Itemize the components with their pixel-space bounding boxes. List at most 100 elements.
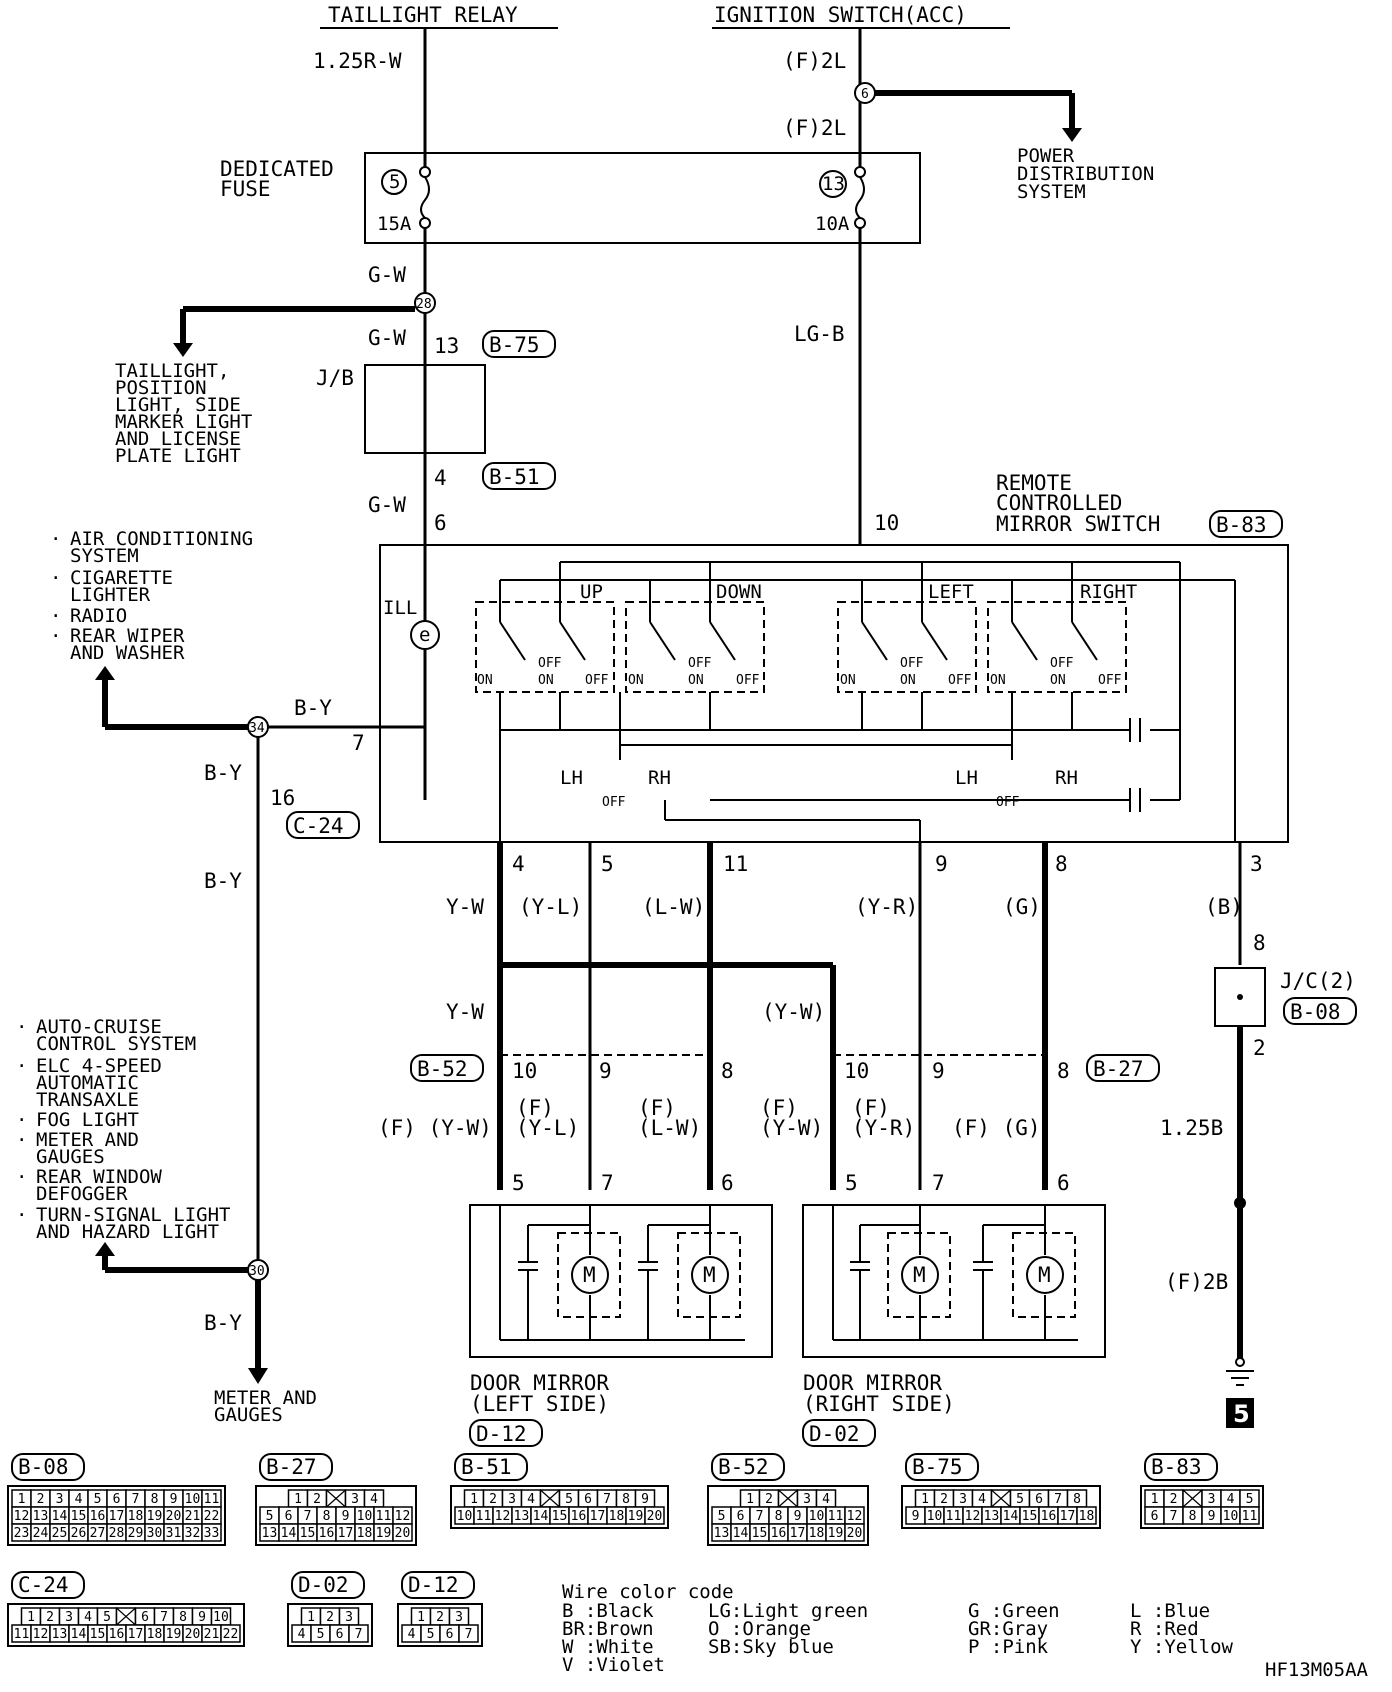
taillight-line-3: LIGHT, SIDE <box>115 394 241 416</box>
connector-pin-number: 7 <box>1170 1509 1178 1524</box>
splice-28-label: 28 <box>416 297 432 312</box>
connector-pin-number: 21 <box>204 1627 220 1642</box>
color-code-sb: SB:Sky blue <box>708 1636 834 1658</box>
pin-5: 5 <box>601 852 614 876</box>
pin-9: 9 <box>935 852 948 876</box>
connector-view-frame-b75 <box>901 1485 1101 1529</box>
pin-3: 3 <box>1250 852 1263 876</box>
wire-label-b: (B) <box>1205 895 1243 919</box>
connector-pin-number: 1 <box>27 1610 35 1625</box>
pin-r10: 10 <box>844 1059 869 1083</box>
connector-cavity <box>458 1624 479 1643</box>
connector-pin-number: 13 <box>714 1526 730 1541</box>
connector-view-tag-label-b51: B-51 <box>461 1455 512 1479</box>
ac-line-5: RADIO <box>70 605 127 627</box>
conn-tag-c24-label: C-24 <box>293 814 344 838</box>
wire-label-f2l-a: (F)2L <box>783 49 846 73</box>
on-label-3: ON <box>628 673 644 688</box>
ac-line-3: CIGARETTE <box>70 567 173 589</box>
switch-up-right <box>625 601 765 693</box>
wire-label-gw-2: G-W <box>368 326 406 350</box>
ac-bullet-1: · <box>50 528 61 550</box>
connector-pin-number: 19 <box>166 1627 182 1642</box>
cruise-line-3: ELC 4-SPEED <box>36 1055 162 1077</box>
switch-label-right: RIGHT <box>1080 581 1137 603</box>
color-code-o: O :Orange <box>708 1618 811 1640</box>
cruise-line-1: AUTO-CRUISE <box>36 1016 162 1038</box>
connector-cavity <box>220 1624 241 1643</box>
mirror-left-label-2: (LEFT SIDE) <box>470 1392 609 1416</box>
connector-view-tag-label-b75: B-75 <box>912 1455 963 1479</box>
f-label-yw-left: (F) (Y-W) <box>378 1116 492 1140</box>
connector-pin-number: 3 <box>345 1610 353 1625</box>
fuse-13-rating: 10A <box>815 213 850 235</box>
connector-pin-number: 20 <box>166 1509 182 1524</box>
connector-view-tag-d12 <box>401 1571 475 1599</box>
wire-label-gw-3: G-W <box>368 493 406 517</box>
connector-pin-number: 13 <box>514 1509 530 1524</box>
mirror-right-label-1: DOOR MIRROR <box>803 1371 942 1395</box>
on-label-7: ON <box>990 673 1006 688</box>
color-code-title: Wire color code <box>562 1581 734 1603</box>
switch-left-right <box>987 601 1127 693</box>
rh-label-2: RH <box>1055 767 1078 789</box>
pin-r6: 6 <box>1057 1171 1070 1195</box>
connector-pin-number: 8 <box>323 1509 331 1524</box>
lh-label-2: LH <box>955 767 978 789</box>
mirror-left-label-1: DOOR MIRROR <box>470 1371 609 1395</box>
wire-label-gw-1: G-W <box>368 263 406 287</box>
connector-pin-number: 6 <box>1151 1509 1159 1524</box>
ignition-switch-label: IGNITION SWITCH(ACC) <box>714 3 967 27</box>
connector-view-tag-b27 <box>259 1453 333 1481</box>
connector-pin-number: 3 <box>455 1610 463 1625</box>
connector-pin-number: 2 <box>1170 1492 1178 1507</box>
conn-tag-b08-label: B-08 <box>1290 1000 1341 1024</box>
connector-view-tag-label-d12: D-12 <box>408 1573 459 1597</box>
off-label-6: OFF <box>948 673 972 688</box>
pin-l8: 8 <box>721 1059 734 1083</box>
rh-label-1: RH <box>648 767 671 789</box>
dedicated-fuse-box <box>364 152 921 244</box>
ac-line-1: AIR CONDITIONING <box>70 528 253 550</box>
mirror-left-motor2-frame <box>677 1232 741 1318</box>
switch-on-off-labels: ON OFF ON OFF ON OFF ON OFF ON OFF ON OF… <box>477 656 1122 688</box>
pin-7: 7 <box>352 731 365 755</box>
color-code-gr: GR:Gray <box>968 1618 1048 1640</box>
pin-l9: 9 <box>599 1059 612 1083</box>
connector-pin-number: 12 <box>14 1509 30 1524</box>
wire-label-yw-3: (Y-W) <box>762 1000 825 1024</box>
color-code-br: BR:Brown <box>562 1618 654 1640</box>
conn-tag-b75-label: B-75 <box>489 333 540 357</box>
arrow-cruise-group <box>95 1242 115 1256</box>
connector-pin-number: 28 <box>109 1526 125 1541</box>
connector-pin-number: 15 <box>752 1526 768 1541</box>
connector-cavity <box>201 1523 222 1542</box>
conn-tag-c24 <box>286 811 360 839</box>
wire-label-yl: (Y-L) <box>519 895 582 919</box>
connector-pin-number: 27 <box>90 1526 106 1541</box>
pin-6a: 6 <box>434 511 447 535</box>
ill-label: ILL <box>383 597 417 619</box>
color-code-l: L :Blue <box>1130 1600 1210 1622</box>
svg-text:·: · <box>16 1055 27 1077</box>
connector-pin-number: 11 <box>204 1492 220 1507</box>
wire-label-by-3: B-Y <box>204 869 242 893</box>
jc-pin-8: 8 <box>1253 931 1266 955</box>
connector-pin-number: 3 <box>65 1610 73 1625</box>
connector-pin-number: 2 <box>46 1610 54 1625</box>
connector-pin-number: 17 <box>128 1627 144 1642</box>
switch-left-left <box>837 601 977 693</box>
connector-view-tag-label-d02: D-02 <box>298 1573 349 1597</box>
taillight-line-5: AND LICENSE <box>115 428 241 450</box>
connector-pin-number: 9 <box>198 1610 206 1625</box>
connector-pin-number: 24 <box>33 1526 49 1541</box>
ac-line-2: SYSTEM <box>70 545 139 567</box>
connector-pin-number: 16 <box>771 1526 787 1541</box>
connector-pin-number: 8 <box>1189 1509 1197 1524</box>
cruise-line-8: GAUGES <box>36 1146 105 1168</box>
connector-pin-number: 10 <box>213 1610 229 1625</box>
svg-text:·: · <box>16 1016 27 1038</box>
wire-label-by-2: B-Y <box>204 761 242 785</box>
connector-pin-number: 4 <box>408 1627 416 1642</box>
